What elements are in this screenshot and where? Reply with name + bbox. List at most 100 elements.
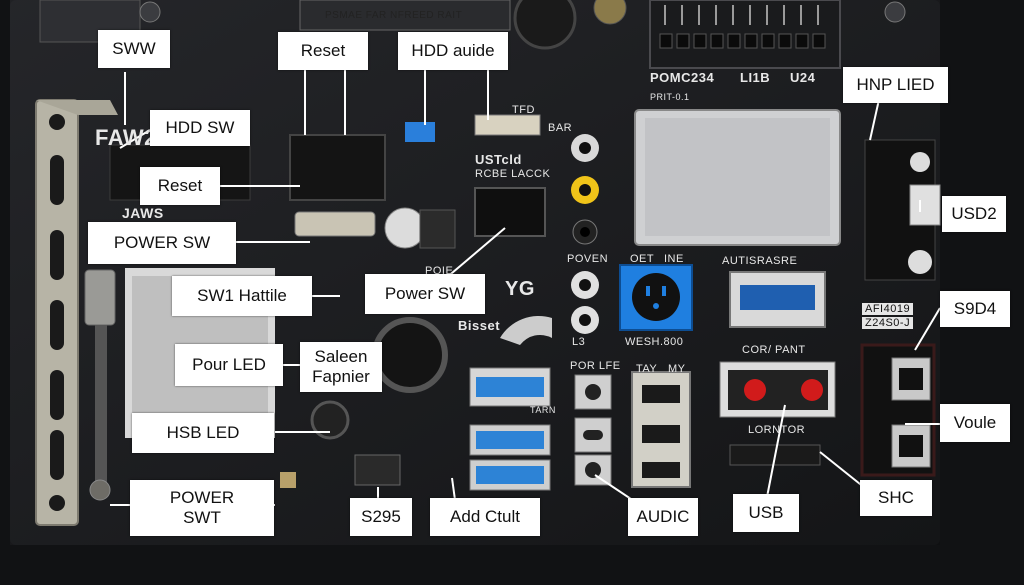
silk-corpant: COR/ PANT [742, 344, 806, 356]
audio-jacks [571, 134, 599, 334]
callout-shc-text: SHC [878, 488, 914, 508]
callout-add-ctult-text: Add Ctult [450, 507, 520, 527]
callout-power-swt-text: POWER SWT [169, 488, 235, 527]
red-button-right [801, 379, 823, 401]
callout-usb: USB [733, 494, 799, 532]
top-header-block [299, 0, 511, 31]
silk-autisrasre: AUTISRASRE [722, 255, 798, 267]
vrm-coil [372, 317, 448, 393]
callout-power-sw-left-text: POWER SW [113, 233, 211, 253]
silk-faw: FAW2 [95, 125, 157, 150]
bracket-top-flange [36, 100, 118, 115]
silk-poven: POVEN [567, 253, 609, 265]
callout-reset-top: Reset [278, 32, 368, 70]
callout-pour-led-text: Pour LED [192, 355, 266, 375]
callout-hnp-lied: HNP LIED [843, 67, 948, 103]
jumper-cap-body [419, 209, 456, 249]
red-button-left [744, 379, 766, 401]
silk-u24: U24 [790, 70, 816, 85]
callout-sww-text: SWW [112, 39, 156, 59]
callout-power-sw-center: Power SW [365, 274, 485, 314]
right-jack-2 [908, 250, 932, 274]
callout-saleen-fapnier: Saleen Fapnier [300, 342, 382, 392]
silk-tfd: TFD [512, 104, 535, 116]
callout-s295: S295 [350, 498, 412, 536]
silk-my: MY [668, 363, 686, 375]
callout-hsb-led-text: HSB LED [166, 423, 240, 443]
callout-reset-left-text: Reset [157, 176, 203, 196]
silk-ine: INE [664, 253, 684, 265]
bracket-slots [49, 114, 65, 511]
silk-tay: TAY [636, 363, 658, 375]
right-small-header [909, 184, 941, 226]
callout-hdd-sw-text: HDD SW [165, 118, 235, 138]
callout-hdd-sw: HDD SW [150, 110, 250, 146]
silk-li1b: LI1B [740, 70, 771, 85]
socket-holes [646, 286, 666, 309]
usb3-port-right-inner [740, 285, 815, 310]
atx-pin-holes [659, 33, 826, 49]
silk-tarn: TARN [530, 405, 556, 415]
silk-prt: PRIT-0.1 [650, 92, 690, 102]
callout-voule: Voule [940, 404, 1010, 442]
callout-hdd-auide-text: HDD auide [411, 41, 495, 61]
callout-power-sw-center-text: Power SW [384, 284, 466, 304]
callout-s9d4-text: S9D4 [953, 299, 997, 319]
small-rect-component [354, 454, 401, 486]
callout-sww: SWW [98, 30, 170, 68]
usb-header-black [474, 187, 546, 237]
bracket-rod [95, 325, 107, 485]
callout-reset-top-text: Reset [300, 41, 346, 61]
callout-sw1-hattile-text: SW1 Hattile [197, 286, 287, 306]
gold-screw-post [280, 472, 296, 488]
top-capacitor [513, 0, 577, 50]
callout-voule-text: Voule [953, 413, 997, 433]
silk-wesh: WESH.800 [625, 336, 684, 348]
lan-port-2-hole [899, 435, 923, 457]
jumper-cap [384, 207, 426, 249]
callout-audic: AUDIC [628, 498, 698, 536]
silk-lorntor: LORNTOR [748, 424, 806, 436]
usb-blue-port-3-inner [476, 466, 544, 484]
callout-add-ctult: Add Ctult [430, 498, 540, 536]
callout-hsb-led: HSB LED [132, 413, 274, 453]
callout-s295-text: S295 [361, 507, 401, 527]
usb-blue-port-2-inner [476, 431, 544, 449]
silk-yc: YG [505, 278, 535, 300]
sata-blue-switch [405, 122, 435, 142]
callout-pour-led: Pour LED [175, 344, 283, 386]
callout-usd2: USD2 [942, 196, 1006, 232]
socket-face [632, 273, 680, 321]
top-gold-cap [593, 0, 627, 25]
silk-afi: AFI4019 [862, 303, 914, 315]
silk-oet: OET [630, 253, 655, 265]
cylinder-component [84, 269, 116, 326]
silk-header-text: PSMAE FAR NFREED RAIT [325, 10, 463, 21]
callout-hdd-auide: HDD auide [398, 32, 508, 70]
callout-saleen-fapnier-text: Saleen Fapnier [312, 347, 370, 386]
callout-audic-text: AUDIC [636, 507, 690, 527]
top-right-screw [884, 1, 906, 23]
silk-jaws: JAWS [122, 205, 164, 221]
silk-bar: BAR [548, 122, 573, 134]
callout-power-swt: POWER SWT [130, 480, 274, 536]
callout-hnp-lied-text: HNP LIED [856, 75, 935, 95]
right-jack-1 [910, 152, 930, 172]
silk-ustcld: USTcld [475, 152, 522, 167]
callout-power-sw-left: POWER SW [88, 222, 236, 264]
sata-beige-header [474, 114, 541, 136]
front-panel-block [289, 134, 386, 201]
silk-rcbe: RCBE LACCK [475, 168, 551, 180]
stacked-usb-slots [642, 385, 680, 478]
atx-pins [664, 5, 819, 25]
silk-afi2: Z24S0-J [862, 317, 914, 329]
usb-blue-port-1-inner [476, 377, 544, 397]
callout-s9d4: S9D4 [940, 291, 1010, 327]
small-port-column [574, 374, 612, 486]
small-chip-round [310, 400, 350, 440]
callout-usd2-text: USD2 [951, 204, 997, 224]
beige-connector [294, 211, 376, 237]
lan-port-1-hole [899, 368, 923, 390]
silk-por-lfe: POR LFE [570, 360, 621, 372]
bracket-bottom-screw [89, 479, 111, 501]
